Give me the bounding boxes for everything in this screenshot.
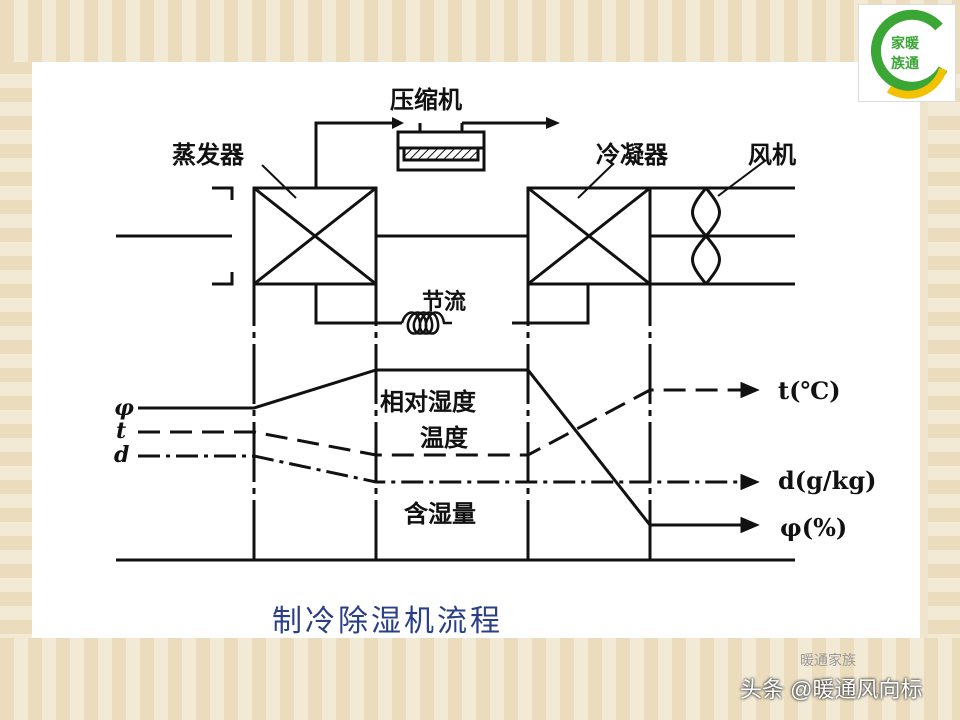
diagram-panel [32,62,920,638]
temperature-arrowhead [740,381,760,399]
logo-text-top: 家暖 [891,36,919,52]
compressor-body [396,130,486,172]
compressor-label: 压缩机 [390,86,462,114]
phi-arrowhead [740,516,760,534]
decorative-border-top [0,0,960,62]
fan-leader [717,159,767,197]
evaporator-leader [261,164,297,199]
faint-watermark: 暖通家族 [800,653,856,669]
moisture-curve [138,454,742,484]
relative-humidity-label: 相对湿度 [380,382,476,417]
throttle-coil [400,311,452,335]
footer-attribution: 头条 @暖通风向标 [740,677,923,702]
moisture-content-label: 含湿量 [404,494,476,529]
brand-logo: 家暖 族通 [858,4,956,102]
discharge-arrowhead [546,117,560,129]
suction-pipe [314,121,396,188]
logo-ring-icon [870,9,948,99]
logo-text-bottom: 族通 [891,56,919,72]
dehumidifier-diagram [116,117,795,562]
evaporator-cross-b [253,186,377,286]
output-phi-label: φ(%) [780,513,848,542]
temperature-label: 温度 [420,418,468,453]
diagram-title: 制冷除湿机流程 [272,604,503,639]
decorative-border-right [928,62,960,662]
condenser-label: 冷凝器 [596,141,668,169]
temperature-curve [138,388,742,457]
phi-curve [138,368,742,527]
inlet-duct-bottom [212,272,234,286]
fan-blade-b [691,187,721,285]
d-symbol: d [114,442,130,468]
throttle-label: 节流 [422,290,467,315]
evaporator-label: 蒸发器 [172,141,244,169]
condenser-outlet-pipe [512,284,590,325]
decorative-border-bottom [0,638,960,720]
phi-symbol: φ [114,395,134,421]
inlet-duct-top [212,186,234,200]
output-t-label: t(℃) [778,376,841,405]
moisture-arrowhead [740,473,760,491]
suction-arrowhead [392,117,404,129]
t-symbol: t [116,418,127,444]
condenser-leader [577,164,613,199]
compressor-hatch [402,146,480,162]
decorative-border-left [0,62,32,662]
evaporator-return-pipe [314,284,402,325]
condenser-cross-b [527,186,651,286]
output-d-label: d(g/kg) [778,466,877,495]
fan-label: 风机 [748,141,796,169]
